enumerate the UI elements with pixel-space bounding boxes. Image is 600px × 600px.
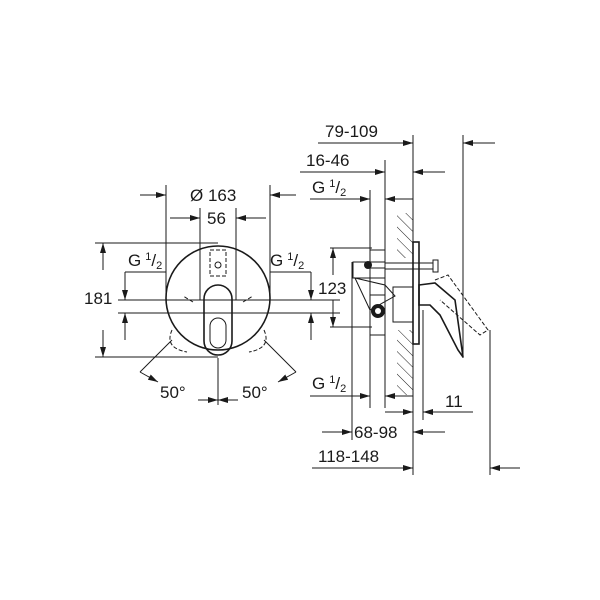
dim-123-label: 123 (318, 279, 346, 298)
lever-side (418, 282, 464, 358)
angle-right-label: 50° (242, 383, 268, 402)
height-181-label: 181 (84, 289, 112, 308)
cover-plate (412, 241, 420, 345)
dim-118-148-label: 118-148 (318, 447, 379, 466)
width-56-label: 56 (207, 209, 226, 228)
diameter-label: Ø 163 (190, 186, 236, 205)
dim-11-label: 11 (445, 392, 463, 411)
lever-handle (203, 284, 233, 356)
dim-79-109-label: 79-109 (325, 122, 378, 141)
dim-68-98-label: 68-98 (354, 423, 397, 442)
wall-hatch-top (397, 213, 413, 258)
wall-hatch-bottom (397, 330, 413, 395)
angle-left-label: 50° (160, 383, 186, 402)
dim-16-46-label: 16-46 (306, 151, 349, 170)
